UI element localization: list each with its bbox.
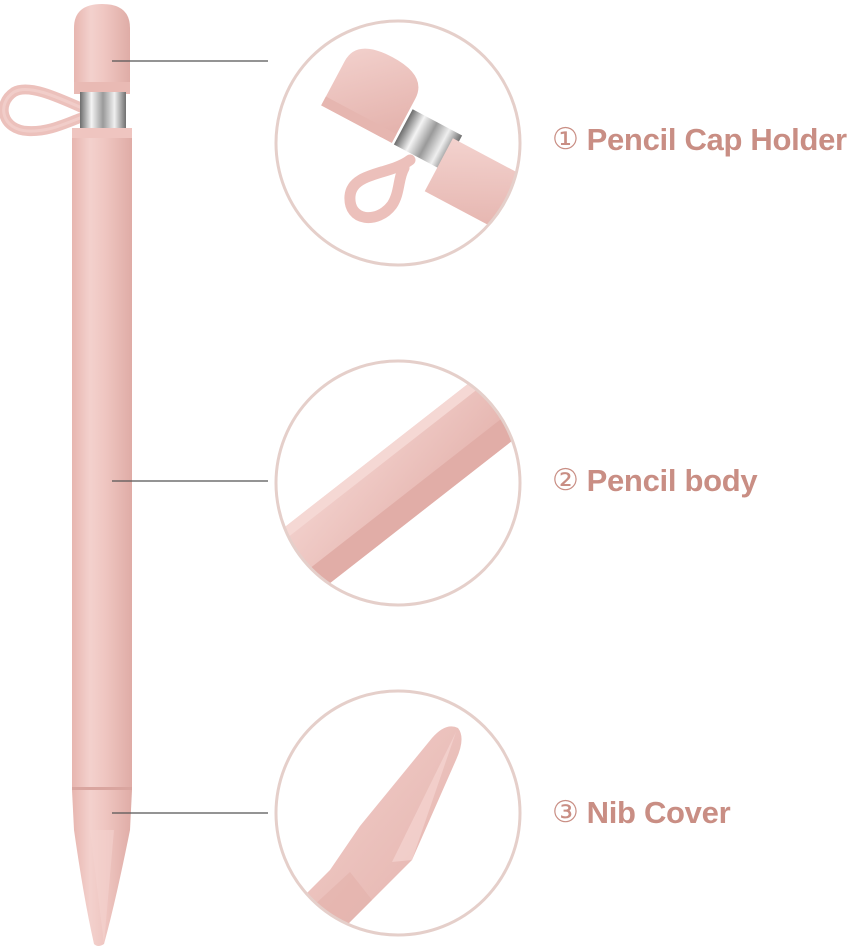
label-number: ②	[552, 462, 579, 498]
label-text: Pencil Cap Holder	[586, 122, 847, 157]
nib-cover-closeup-icon	[274, 689, 522, 937]
label-nib-cover: ③ Nib Cover	[552, 794, 731, 830]
label-number: ①	[552, 121, 579, 157]
connector-lines	[112, 60, 268, 814]
pencil-cap-holder-closeup-icon	[274, 19, 522, 267]
label-pencil-cap-holder: ① Pencil Cap Holder	[552, 124, 847, 155]
label-pencil-body: ② Pencil body	[552, 462, 758, 498]
pencil-body-closeup-icon	[274, 359, 522, 607]
label-text: Pencil body	[586, 463, 758, 498]
label-text: Nib Cover	[586, 795, 731, 830]
pencil-full-view	[0, 4, 132, 946]
label-number: ③	[552, 794, 579, 830]
